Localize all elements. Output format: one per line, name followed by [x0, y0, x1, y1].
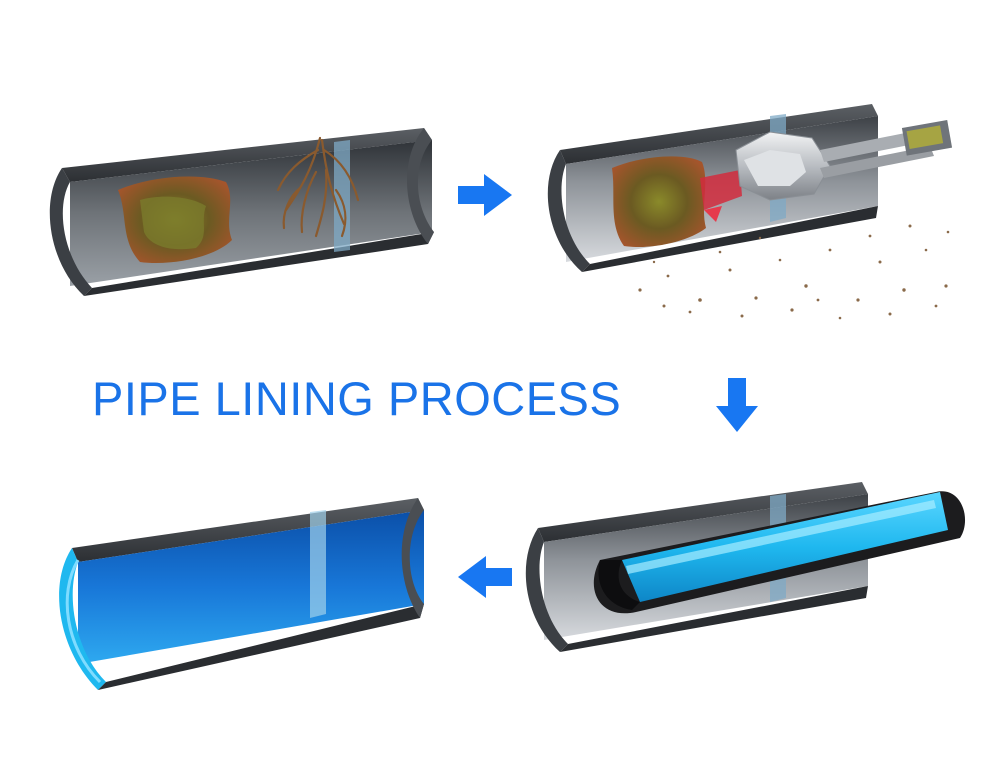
right-arrow-icon: [458, 174, 512, 216]
liner-insertion-illustration: [525, 482, 966, 652]
left-arrow-icon: [458, 556, 512, 598]
clogged-pipe-illustration: [49, 128, 434, 296]
debris-particles: [638, 224, 950, 320]
down-arrow-icon: [716, 378, 758, 432]
cleaning-nozzle-illustration: [547, 104, 953, 320]
diagram-title: PIPE LINING PROCESS: [92, 372, 622, 425]
lined-pipe-illustration: [59, 498, 424, 690]
